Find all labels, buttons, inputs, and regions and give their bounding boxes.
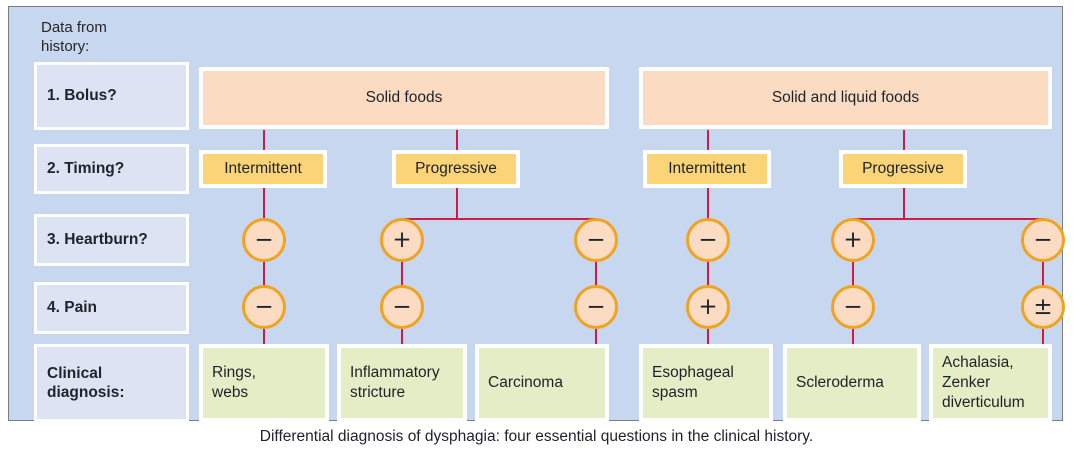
timing-box-left-intermittent-label: Intermittent: [224, 160, 302, 177]
heartburn-circle-3: −: [574, 218, 618, 262]
connector-right-progressive-stem: [903, 188, 905, 219]
diagnosis-achalasia-line-1: Achalasia,: [942, 354, 1014, 372]
timing-box-left-progressive: Progressive: [392, 150, 520, 188]
row-label-diagnosis-line-2: diagnosis:: [47, 384, 125, 401]
pain-circle-6: ±: [1021, 285, 1065, 329]
heartburn-circle-4: −: [686, 218, 730, 262]
bolus-box-solid-foods: Solid foods: [199, 67, 609, 129]
row-label-pain: 4. Pain: [34, 282, 189, 334]
connector-h2-to-p2: [401, 262, 403, 287]
connector-h5-to-p5: [852, 262, 854, 287]
timing-box-left-intermittent: Intermittent: [199, 150, 327, 188]
pain-circle-5: −: [831, 285, 875, 329]
connector-solid-to-left-intermittent: [263, 130, 265, 150]
diagram-panel: Data from history: 1. Bolus? 2. Timing? …: [8, 6, 1065, 422]
diagnosis-achalasia-line-2: Zenker: [942, 374, 991, 392]
connector-h6-to-p6: [1042, 262, 1044, 287]
timing-box-right-intermittent: Intermittent: [643, 150, 771, 188]
connector-solid-to-left-progressive: [456, 130, 458, 150]
heartburn-circle-3-symbol: −: [586, 226, 606, 253]
row-label-heartburn-text: 3. Heartburn?: [47, 231, 148, 249]
row-label-bolus-text: 1. Bolus?: [47, 87, 117, 105]
timing-box-right-intermittent-label: Intermittent: [668, 160, 746, 177]
pain-circle-1: −: [242, 285, 286, 329]
diagnosis-box-achalasia: Achalasia, Zenker diverticulum: [929, 344, 1052, 422]
heartburn-circle-2: +: [380, 218, 424, 262]
data-from-history-header: Data from history:: [41, 19, 191, 57]
row-label-heartburn: 3. Heartburn?: [34, 214, 189, 266]
diagnosis-inflammatory-line-2: stricture: [350, 384, 406, 401]
diagnosis-box-esophageal-spasm-text: Esophageal spasm: [652, 363, 734, 403]
heartburn-circle-5-symbol: +: [843, 226, 863, 253]
row-label-bolus: 1. Bolus?: [34, 62, 189, 130]
diagnosis-box-rings-webs-text: Rings, webs: [212, 363, 256, 403]
row-label-timing: 2. Timing?: [34, 144, 189, 194]
bolus-box-solid-foods-label: Solid foods: [365, 89, 443, 106]
heartburn-circle-1: −: [242, 218, 286, 262]
bolus-box-solid-and-liquid-foods: Solid and liquid foods: [639, 67, 1052, 129]
diagnosis-rings-webs-line-1: Rings,: [212, 364, 256, 382]
heartburn-circle-6: −: [1021, 218, 1065, 262]
pain-circle-4: +: [686, 285, 730, 329]
connector-left-intermittent-to-h1: [263, 188, 265, 220]
row-label-pain-text: 4. Pain: [47, 299, 97, 317]
pain-circle-2: −: [380, 285, 424, 329]
timing-box-right-progressive-label: Progressive: [862, 160, 944, 177]
heartburn-circle-5: +: [831, 218, 875, 262]
pain-circle-3-symbol: −: [586, 293, 606, 320]
diagnosis-inflammatory-line-1: Inflammatory: [350, 364, 440, 382]
connector-p2-to-dx2: [401, 329, 403, 346]
header-line-2: history:: [41, 37, 90, 55]
connector-p6-to-dx6: [1042, 329, 1044, 346]
bolus-box-solid-and-liquid-foods-label: Solid and liquid foods: [771, 89, 920, 106]
timing-box-right-progressive: Progressive: [839, 150, 967, 188]
pain-circle-6-symbol: ±: [1033, 293, 1053, 320]
diagnosis-achalasia-line-3: diverticulum: [942, 393, 1025, 411]
connector-p1-to-dx1: [263, 329, 265, 346]
diagnosis-box-inflammatory-stricture: Inflammatory stricture: [337, 344, 467, 422]
row-label-diagnosis: Clinical diagnosis:: [34, 344, 189, 422]
heartburn-circle-1-symbol: −: [254, 226, 274, 253]
connector-liquid-to-right-intermittent: [707, 130, 709, 150]
row-label-timing-text: 2. Timing?: [47, 160, 125, 178]
row-label-diagnosis-text: Clinical diagnosis:: [47, 364, 125, 403]
connector-h3-to-p3: [595, 262, 597, 287]
connector-left-progressive-crossbar: [401, 218, 597, 220]
row-label-diagnosis-line-1: Clinical: [47, 364, 103, 382]
heartburn-circle-4-symbol: −: [698, 226, 718, 253]
connector-h1-to-p1: [263, 262, 265, 287]
diagnosis-box-carcinoma: Carcinoma: [475, 344, 609, 422]
diagnosis-box-scleroderma-text: Scleroderma: [796, 374, 884, 392]
pain-circle-1-symbol: −: [254, 293, 274, 320]
timing-box-left-progressive-label: Progressive: [415, 160, 497, 177]
heartburn-circle-2-symbol: +: [392, 226, 412, 253]
connector-right-progressive-crossbar: [852, 218, 1044, 220]
diagnosis-box-inflammatory-stricture-text: Inflammatory stricture: [350, 363, 440, 403]
connector-liquid-to-right-progressive: [903, 130, 905, 150]
diagnosis-esophageal-line-2: spasm: [652, 384, 698, 401]
heartburn-circle-6-symbol: −: [1033, 226, 1053, 253]
pain-circle-3: −: [574, 285, 618, 329]
diagnosis-box-esophageal-spasm: Esophageal spasm: [639, 344, 773, 422]
connector-p3-to-dx3: [595, 329, 597, 346]
diagnosis-box-achalasia-text: Achalasia, Zenker diverticulum: [942, 353, 1025, 412]
connector-left-progressive-stem: [456, 188, 458, 219]
connector-right-intermittent-to-h4: [707, 188, 709, 220]
pain-circle-5-symbol: −: [843, 293, 863, 320]
diagnosis-rings-webs-line-2: webs: [212, 384, 249, 401]
diagnosis-esophageal-line-1: Esophageal: [652, 364, 734, 382]
diagnosis-box-rings-webs: Rings, webs: [199, 344, 329, 422]
header-line-1: Data from: [41, 19, 107, 36]
pain-circle-4-symbol: +: [698, 293, 718, 320]
connector-p4-to-dx4: [707, 329, 709, 346]
connector-h4-to-p4: [707, 262, 709, 287]
diagnosis-box-carcinoma-text: Carcinoma: [488, 374, 563, 392]
diagnosis-box-scleroderma: Scleroderma: [783, 344, 921, 422]
pain-circle-2-symbol: −: [392, 293, 412, 320]
figure-caption: Differential diagnosis of dysphagia: fou…: [259, 428, 814, 445]
connector-p5-to-dx5: [852, 329, 854, 346]
